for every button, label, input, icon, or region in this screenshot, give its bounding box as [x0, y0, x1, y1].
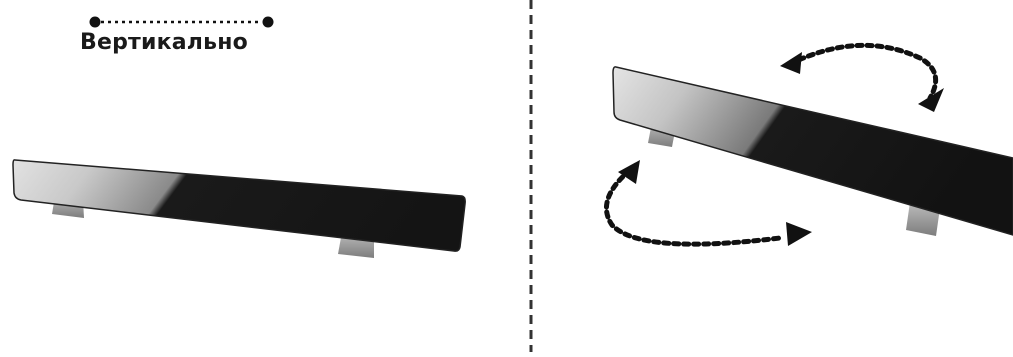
- soundbar-horizontal: [12, 159, 466, 258]
- orientation-dotted-line-icon: [89, 16, 274, 28]
- soundbar-body: [612, 66, 1013, 236]
- orientation-label: Вертикально: [80, 30, 248, 55]
- soundbar-tilted: [612, 66, 1013, 236]
- rotate-arrow-icon: [603, 42, 944, 247]
- soundbar-body: [12, 159, 466, 252]
